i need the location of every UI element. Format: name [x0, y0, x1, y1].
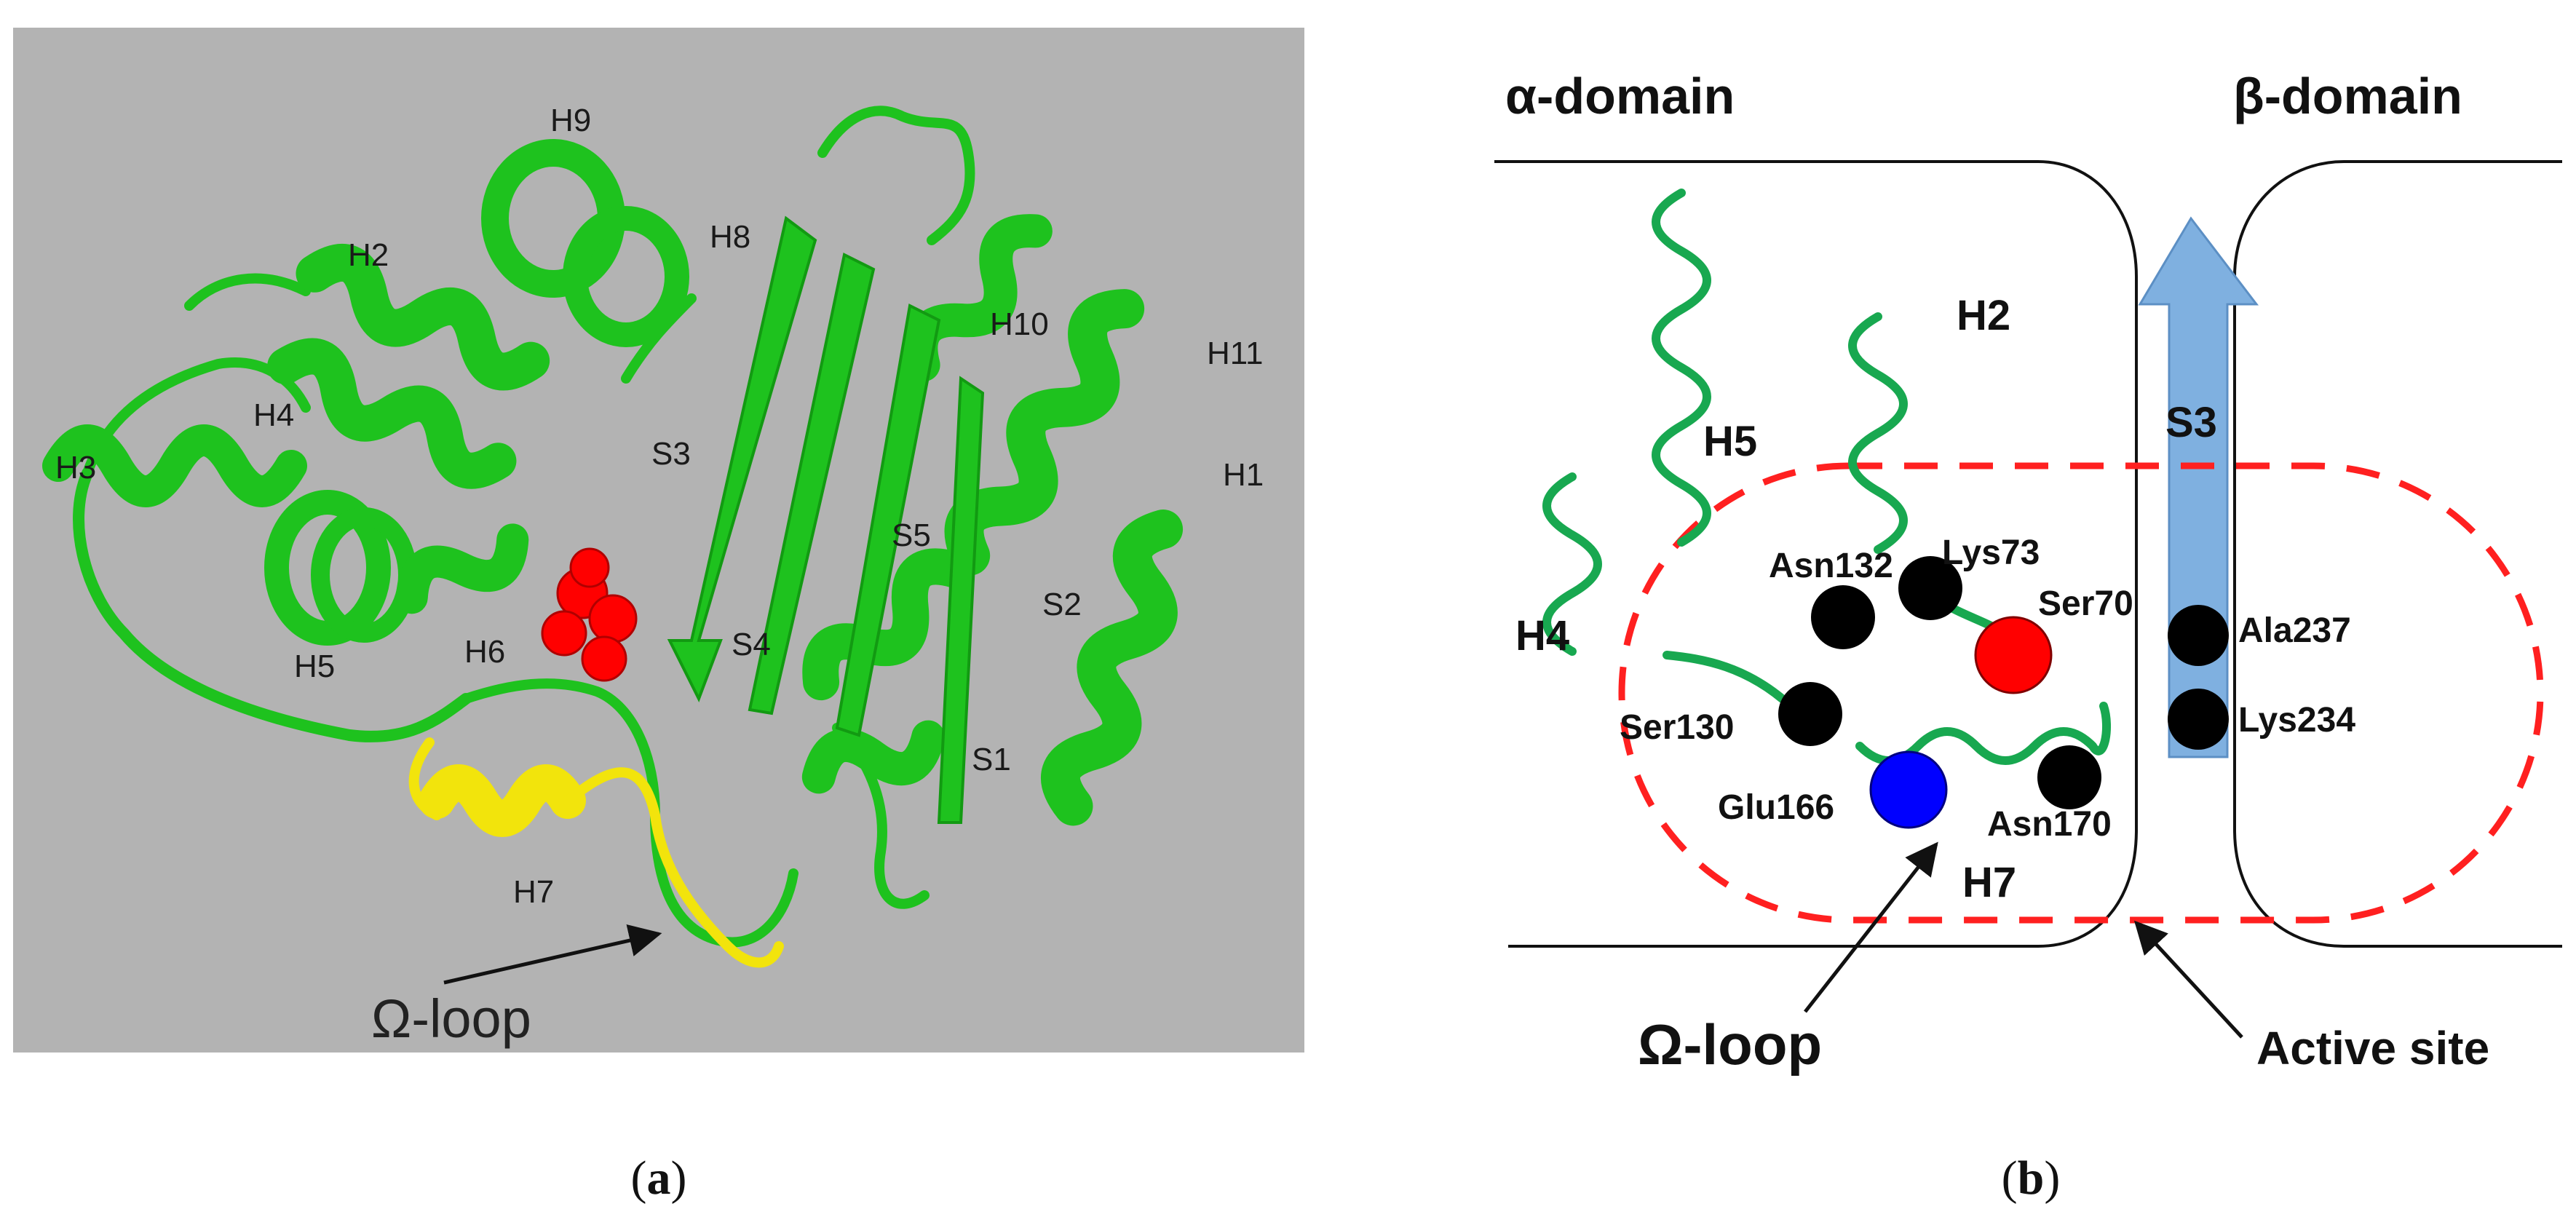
- label-h7: H7: [513, 874, 554, 910]
- label-h4: H4: [253, 397, 294, 433]
- residue-asn132: [1811, 585, 1875, 649]
- omega-loop-label-b: Ω-loop: [1638, 1012, 1822, 1077]
- label-h4-b: H4: [1515, 612, 1569, 659]
- label-h5-b: H5: [1703, 418, 1757, 465]
- label-ala237: Ala237: [2238, 611, 2351, 650]
- caption-a: (a): [631, 1151, 687, 1205]
- label-s4: S4: [732, 627, 771, 662]
- residue-ser70: [1974, 616, 2053, 694]
- label-ser70: Ser70: [2038, 584, 2133, 623]
- label-h1: H1: [1223, 457, 1264, 493]
- label-asn132: Asn132: [1769, 547, 1893, 585]
- residue-lys234: [2168, 689, 2229, 750]
- active-site-arrow: [2133, 920, 2243, 1039]
- s3-strand-arrow: [2138, 216, 2259, 758]
- residue-ala237: [2168, 605, 2229, 666]
- label-h5: H5: [294, 649, 335, 684]
- label-asn170: Asn170: [1987, 805, 2112, 844]
- label-s2: S2: [1042, 587, 1082, 622]
- helix-h4: [1542, 472, 1602, 656]
- label-h2-b: H2: [1957, 292, 2010, 339]
- label-h7-b: H7: [1962, 859, 2016, 906]
- label-lys234: Lys234: [2238, 701, 2355, 740]
- label-s5: S5: [892, 518, 931, 553]
- label-h6: H6: [464, 634, 505, 670]
- label-s3: S3: [651, 436, 691, 472]
- label-h2: H2: [348, 237, 389, 273]
- beta-sheet: [667, 215, 985, 824]
- ligand-spheres: [541, 547, 638, 682]
- omega-loop-label-a: Ω-loop: [371, 988, 531, 1049]
- domain-boundaries: [1494, 160, 2562, 948]
- label-h3: H3: [55, 450, 96, 485]
- residue-ser130: [1778, 682, 1842, 746]
- omega-loop-arrow-b: [1804, 841, 1938, 1013]
- residue-asn170: [2037, 745, 2101, 809]
- structure-background: [13, 28, 1304, 1053]
- omega-loop-arrow-a: [443, 924, 662, 985]
- label-glu166: Glu166: [1718, 788, 1834, 827]
- residue-lys73: [1898, 556, 1962, 620]
- helix-h2: [1848, 312, 1908, 554]
- panel-a: H9 H2 H8 H10 H11 H4 H3 S3 H1 S5 S2 H5 H6…: [13, 28, 1304, 1205]
- caption-b: (b): [2002, 1151, 2061, 1205]
- beta-domain-label: β-domain: [2233, 68, 2462, 124]
- active-site-outline: [1618, 462, 2544, 924]
- helix-h5: [1652, 189, 1711, 547]
- alpha-domain-label: α-domain: [1505, 68, 1735, 124]
- label-lys73: Lys73: [1942, 534, 2040, 572]
- label-ser130: Ser130: [1620, 708, 1734, 747]
- label-h8: H8: [710, 219, 750, 255]
- label-h11: H11: [1207, 336, 1263, 371]
- label-s1: S1: [972, 742, 1011, 777]
- label-h10: H10: [990, 306, 1049, 342]
- active-site-label: Active site: [2256, 1022, 2489, 1074]
- panel-b: α-domain: [1494, 68, 2562, 1205]
- residue-glu166: [1869, 750, 1948, 829]
- label-h9: H9: [550, 103, 591, 138]
- residues: [1778, 556, 2229, 829]
- omega-loop-ribbon: [408, 737, 784, 968]
- label-s3-b: S3: [2165, 399, 2217, 446]
